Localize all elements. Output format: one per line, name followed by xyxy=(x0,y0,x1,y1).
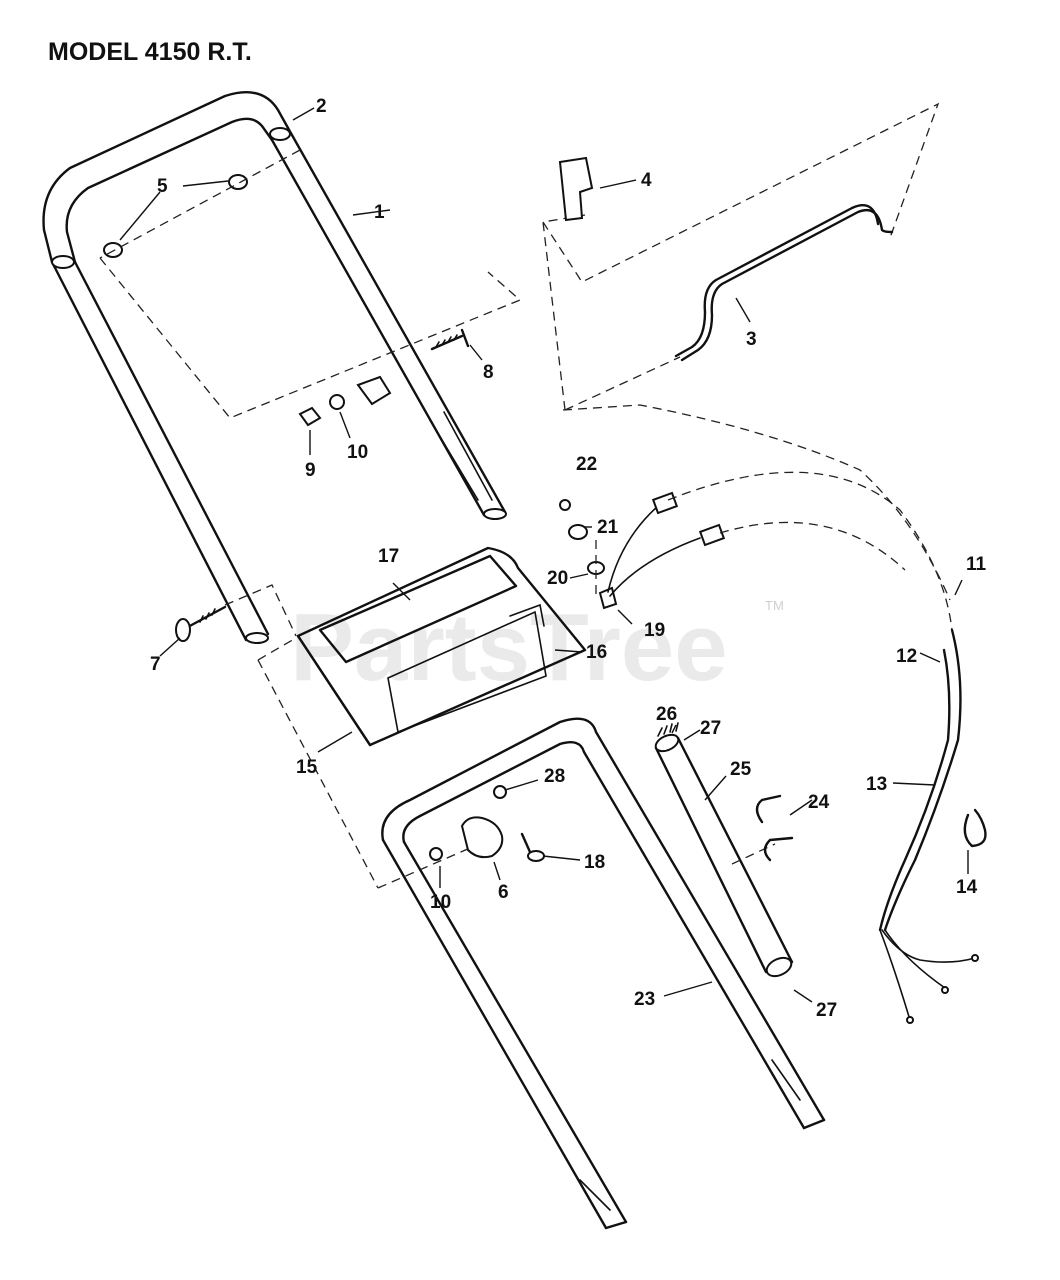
callout-17: 17 xyxy=(378,546,399,567)
bolt-7 xyxy=(175,605,227,642)
control-console xyxy=(296,546,587,747)
watermark-trademark: TM xyxy=(765,598,784,613)
callout-15: 15 xyxy=(296,757,318,778)
callout-4: 4 xyxy=(641,170,652,191)
lower-handle xyxy=(381,717,826,1230)
callout-3: 3 xyxy=(746,329,757,350)
console-knob xyxy=(429,785,545,862)
callout-11: 11 xyxy=(966,554,987,575)
callout-20: 20 xyxy=(547,568,568,589)
tube-clip xyxy=(755,794,794,862)
callout-21: 21 xyxy=(597,517,619,538)
callout-23: 23 xyxy=(634,989,655,1010)
diagram-title: MODEL 4150 R.T. xyxy=(48,38,252,66)
callout-5: 5 xyxy=(157,176,168,197)
callout-9: 9 xyxy=(305,460,316,481)
cable-tie xyxy=(963,808,987,848)
wiring-harness xyxy=(562,404,979,1024)
callout-14: 14 xyxy=(956,877,978,898)
callout-27-upper: 27 xyxy=(700,718,721,739)
bail-clip xyxy=(558,156,594,222)
callout-12: 12 xyxy=(896,646,917,667)
callout-26: 26 xyxy=(656,704,677,725)
callout-28: 28 xyxy=(544,766,565,787)
bolt-8 xyxy=(430,328,470,351)
callout-24: 24 xyxy=(808,792,830,813)
callout-7: 7 xyxy=(150,654,161,675)
callout-6: 6 xyxy=(498,882,509,903)
callout-27-lower: 27 xyxy=(816,1000,837,1021)
callout-16: 16 xyxy=(586,642,607,663)
callout-25: 25 xyxy=(730,759,752,780)
callout-22: 22 xyxy=(576,454,597,475)
upper-handle xyxy=(42,91,507,644)
callout-10-upper: 10 xyxy=(347,442,368,463)
wing-nut xyxy=(298,375,392,427)
control-rod xyxy=(674,204,894,362)
callout-2: 2 xyxy=(316,96,327,117)
switch-assembly xyxy=(559,491,726,610)
callout-13: 13 xyxy=(866,774,887,795)
callout-18: 18 xyxy=(584,852,605,873)
callout-8: 8 xyxy=(483,362,494,383)
callout-10-lower: 10 xyxy=(430,892,451,913)
callout-19: 19 xyxy=(644,620,665,641)
battery-tube xyxy=(654,722,794,978)
callout-1: 1 xyxy=(374,202,385,223)
